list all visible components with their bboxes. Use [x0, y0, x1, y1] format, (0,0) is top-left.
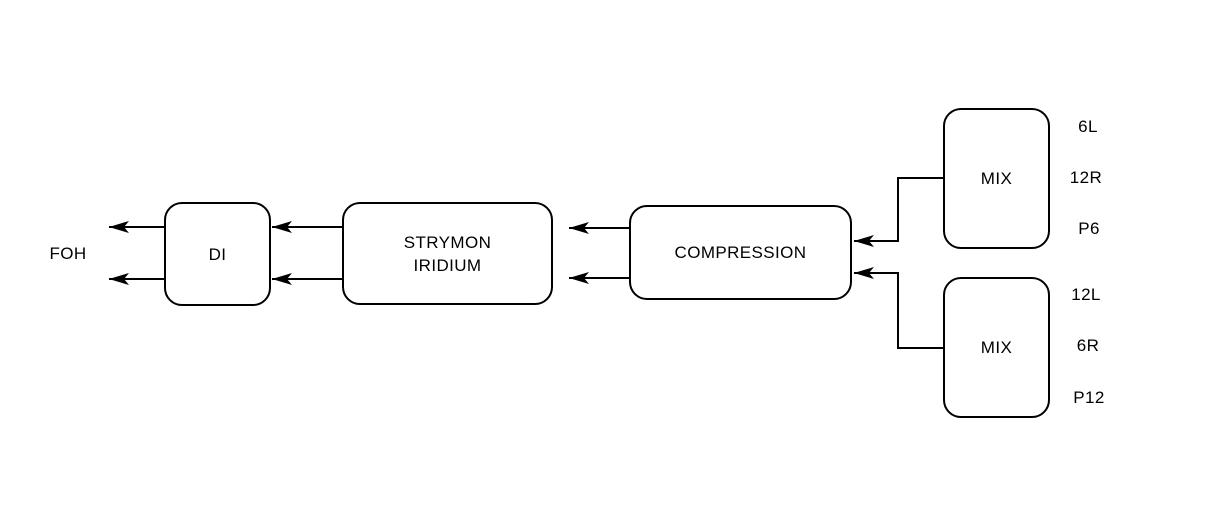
- label-mix-bottom-12l: 12L: [1071, 285, 1101, 304]
- node-di: DI: [164, 202, 271, 306]
- node-strymon-iridium: STRYMON IRIDIUM: [342, 202, 553, 305]
- edge-mix-top-to-compression: [854, 177, 943, 247]
- label-mix-bottom-p12: P12: [1073, 388, 1105, 407]
- label-mix-top-6l: 6L: [1078, 117, 1098, 136]
- label-foh: FOH: [49, 244, 87, 263]
- label-mix-top-p6: P6: [1078, 219, 1100, 238]
- node-compression: COMPRESSION: [629, 205, 852, 300]
- label-mix-bottom-6r: 6R: [1076, 336, 1100, 355]
- node-mix-bottom: MIX: [943, 277, 1050, 418]
- label-mix-top-12r: 12R: [1069, 168, 1103, 187]
- node-mix-top: MIX: [943, 108, 1050, 249]
- edge-mix-bottom-to-compression: [854, 267, 943, 349]
